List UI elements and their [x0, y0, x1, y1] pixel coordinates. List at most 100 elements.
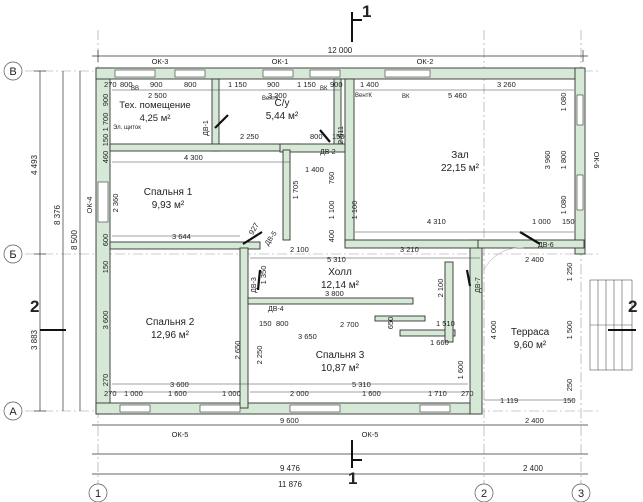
dim-label: 1 600: [168, 389, 187, 398]
room-bed3-area: 10,87 м²: [321, 363, 360, 374]
room-terrace-name: Терраса: [511, 327, 550, 338]
axis-bubbles: [3, 61, 591, 502]
window-ok3: ОК-3: [152, 57, 169, 66]
door-dv6: ДВ-6: [538, 242, 554, 249]
axis-label-a: А: [9, 406, 17, 418]
axis-label-2: 2: [481, 488, 487, 500]
window-openings: [97, 69, 584, 413]
room-tech-area: 4,25 м²: [140, 113, 171, 124]
dim-label: 150: [332, 132, 345, 141]
axis-label-3: 3: [578, 488, 584, 500]
window-ok5a: ОК-5: [172, 430, 189, 439]
dim-label: 2 250: [240, 132, 259, 141]
dim-label: 1 080: [559, 93, 568, 112]
dim-label: 1 660: [430, 338, 449, 347]
room-holl-name: Холл: [328, 267, 352, 278]
dim-label: 270: [461, 389, 474, 398]
dim-label: 3 260: [497, 80, 516, 89]
dim-label: 1 150: [297, 80, 316, 89]
dim-left-lower: 3 883: [30, 329, 39, 350]
window-ok2: ОК-2: [417, 57, 434, 66]
room-wc-area: 5,44 м²: [266, 111, 299, 122]
dim-label: 2 400: [525, 416, 544, 425]
window-ok6: ОК-6: [592, 152, 601, 169]
dim-label: 1 800: [559, 151, 568, 170]
dim-label: 250: [565, 379, 574, 392]
doors: [214, 114, 541, 291]
label-vb: ВВ: [131, 86, 139, 92]
section-number-bottom: 1: [348, 469, 357, 488]
dim-label: 3 200: [268, 91, 287, 100]
label-vent2: ВентК: [355, 93, 372, 99]
dim-label: 2 100: [290, 245, 309, 254]
dim-label: 1 000: [222, 389, 241, 398]
terrace-steps: [589, 279, 633, 371]
dim-label: 2 250: [255, 346, 264, 365]
room-bed2-name: Спальня 2: [146, 317, 195, 328]
dim-label: 1 119: [500, 396, 518, 405]
dim-label: 150: [562, 217, 575, 226]
door-dv1: ДВ-1: [203, 120, 210, 136]
dim-label: 1 100: [327, 201, 336, 220]
dim-label: 600: [101, 234, 110, 247]
dim-label: 3 960: [543, 151, 552, 170]
window-ok1: ОК-1: [272, 57, 289, 66]
dim-label: 900: [330, 80, 343, 89]
dim-label: 270: [104, 389, 117, 398]
dim-overall-bottom-a: 9 476: [280, 464, 301, 473]
dim-label: 2 000: [290, 389, 309, 398]
window-ok5b: ОК-5: [362, 430, 379, 439]
door-dv7: ДВ-7: [475, 277, 482, 293]
dim-overall-top: 12 000: [328, 46, 353, 55]
dim-label: 800: [184, 80, 197, 89]
dim-label: 760: [327, 172, 336, 185]
dim-label: 2 400: [525, 255, 544, 264]
dim-label: 1 600: [456, 361, 465, 380]
room-terrace-area: 9,60 м²: [514, 340, 547, 351]
label-shield: Эл. щиток: [113, 125, 141, 131]
dim-label: 1 000: [124, 389, 143, 398]
section-number-top: 1: [362, 2, 371, 21]
dim-label: 4 000: [489, 321, 498, 340]
dim-label: 460: [101, 151, 110, 164]
dim-label: 1 080: [559, 196, 568, 215]
dim-label: 4 310: [427, 217, 446, 226]
dim-label: 1 705: [291, 181, 300, 200]
dim-label: 5 310: [327, 255, 346, 264]
horizontal-dimensions: 270 800 900 800 1 150 900 1 150 900 1 40…: [104, 80, 576, 425]
interior-dim-lines: [112, 89, 574, 401]
dim-label: 3 600: [170, 380, 189, 389]
axis-label-1: 1: [95, 488, 101, 500]
room-bed1-name: Спальня 1: [144, 187, 193, 198]
label-vent1: ВентК: [262, 96, 279, 102]
dim-label: 1 400: [360, 80, 379, 89]
dim-label: 2 611: [336, 126, 345, 144]
label-vk1: ВК: [320, 86, 328, 92]
dim-label: 2 500: [148, 91, 167, 100]
axis-grid: [25, 30, 600, 485]
dim-label: 900: [150, 80, 163, 89]
overall-dimensions: [34, 50, 588, 475]
room-hall-name: Зал: [451, 150, 469, 161]
dim-label: 3 644: [172, 232, 191, 241]
room-bed3-name: Спальня 3: [316, 350, 365, 361]
axis-label-v: В: [9, 66, 16, 78]
dim-label: 1 250: [565, 263, 574, 282]
room-wc-name: С/у: [275, 98, 290, 109]
room-tech-name: Тех. помещение: [119, 100, 190, 111]
label-vk2: ВК: [402, 94, 410, 100]
door-dv4: ДВ-4: [268, 306, 284, 313]
dim-label: 150: [101, 261, 110, 274]
dim-label: 1 100: [350, 201, 359, 220]
dim-label: 150: [101, 134, 110, 147]
dim-label: 9 600: [280, 416, 299, 425]
door-dv2: ДВ-2: [320, 149, 336, 156]
dim-label: 1 710: [428, 389, 447, 398]
dim-label: 1 700: [101, 113, 110, 132]
dim-label: 2 100: [436, 279, 445, 298]
dim-left-wall: 8 500: [70, 229, 79, 250]
dim-label: 3 650: [298, 332, 317, 341]
door-dv3: ДВ-3: [251, 277, 258, 293]
room-holl-area: 12,14 м²: [321, 280, 360, 291]
